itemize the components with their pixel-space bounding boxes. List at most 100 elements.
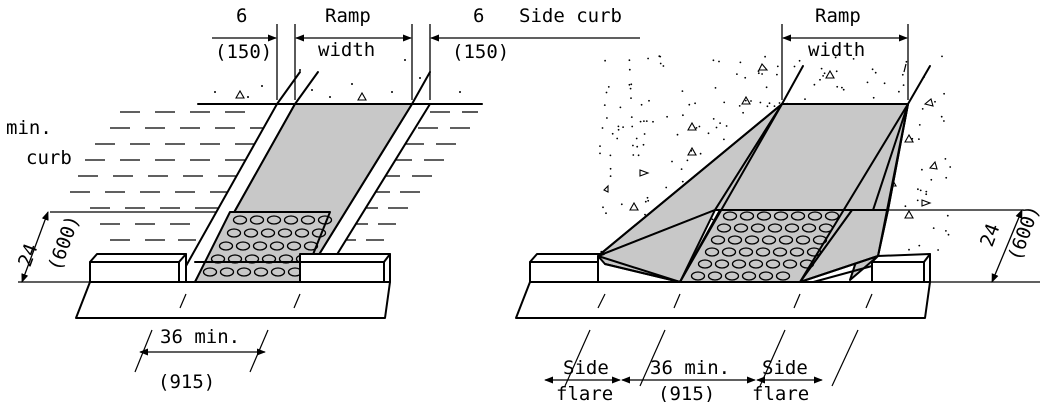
flare-ramp-width-label-line1: Ramp [815, 5, 861, 27]
sand-dot [666, 115, 668, 118]
sand-dot [712, 118, 715, 120]
left-grass-hatch [70, 111, 265, 257]
sand-dot [698, 125, 701, 128]
sand-dot [715, 126, 718, 129]
sand-dot [744, 99, 747, 102]
sand-dot [681, 180, 684, 183]
dome-bump [778, 235, 794, 245]
sand-dot [711, 218, 714, 221]
dome-bump [748, 259, 764, 269]
sand-dot [947, 233, 950, 236]
right-curb-block [299, 253, 391, 283]
sand-dot [632, 154, 635, 156]
sand-dot [757, 70, 760, 72]
dome-bump [767, 223, 783, 233]
dome-bump [270, 267, 286, 277]
sand-dot [750, 100, 752, 102]
dome-bump [755, 247, 771, 257]
sand-dot [601, 127, 604, 129]
sand-dot [602, 206, 604, 209]
flare-depth-24-label: 24 [976, 221, 1005, 250]
dome-bump [782, 259, 798, 269]
sand-dot [744, 76, 747, 79]
sand-dot [695, 127, 698, 129]
dome-bump [219, 267, 235, 277]
sand-dot [723, 101, 726, 104]
sand-dot [765, 86, 768, 89]
dome-bump [253, 267, 269, 277]
depth-24-label: 24 [14, 241, 43, 270]
sand-dot [707, 132, 710, 135]
sand-dot [647, 199, 650, 202]
sand-dot [636, 145, 639, 148]
sand-dot [820, 67, 823, 70]
min-curb-label-line2: curb [26, 147, 72, 169]
dome-bump [739, 211, 755, 221]
sand-dot [793, 65, 796, 68]
dome-bump [773, 211, 789, 221]
sand-dot [902, 84, 905, 86]
ramp-width-label-line1: Ramp [325, 5, 371, 27]
dome-bump [801, 223, 817, 233]
dome-bump [266, 215, 282, 225]
sand-dot [686, 159, 689, 162]
dome-bump [727, 235, 743, 245]
dome-bump [300, 215, 316, 225]
dome-bump [775, 271, 791, 281]
sand-dot [852, 58, 855, 60]
sand-dot [682, 114, 684, 117]
sand-dot [628, 68, 631, 71]
sand-dot [609, 154, 612, 157]
sand-dot [822, 75, 824, 77]
sand-dot [943, 120, 945, 122]
min-curb-label-line1: min. [6, 117, 52, 139]
sand-dot [609, 175, 612, 178]
sand-dot [916, 199, 919, 202]
dome-bump [738, 247, 754, 257]
sand-dot [949, 166, 952, 168]
side-curb-label: Side curb [519, 5, 622, 27]
sand-dot [945, 176, 948, 179]
dome-bump [806, 247, 822, 257]
dome-bump [235, 241, 251, 251]
sand-dot [632, 144, 634, 147]
side-curb-width-mm-label: (150) [452, 41, 509, 63]
sand-dot [773, 105, 776, 107]
sand-dot [680, 168, 683, 171]
sand-dot [919, 189, 922, 192]
dome-bump [789, 247, 805, 257]
parallel-curb-ramp-figure: 6 (150) Ramp width 6 Side curb (150) min… [6, 5, 640, 393]
side-flare-right-label-line1: Side [762, 357, 808, 379]
dome-bump [758, 271, 774, 281]
sand-dot [764, 55, 766, 58]
dome-bump [252, 241, 268, 251]
sand-dot [901, 73, 904, 76]
sand-dot [718, 60, 720, 63]
dome-bump [202, 267, 218, 277]
dome-bump [721, 247, 737, 257]
dome-bump [733, 223, 749, 233]
sand-dot [607, 86, 610, 88]
dome-bump [724, 271, 740, 281]
sand-dot [605, 91, 608, 94]
dome-bump [716, 223, 732, 233]
sand-dot [874, 71, 877, 74]
dome-bump [311, 228, 327, 238]
sand-dot [871, 68, 874, 71]
dome-bump [756, 211, 772, 221]
sand-dot [644, 213, 646, 216]
sand-dot [644, 200, 647, 203]
sand-dot [813, 83, 816, 86]
dome-bump [260, 228, 276, 238]
sand-dot [819, 78, 821, 81]
sand-dot [659, 55, 662, 58]
sand-dot [934, 100, 936, 103]
dome-bump [236, 267, 252, 277]
sand-dot [640, 103, 643, 106]
dome-bump [707, 271, 723, 281]
dome-bump [824, 211, 840, 221]
left-sand-texture [214, 59, 461, 101]
sand-dot [937, 249, 939, 251]
sand-dot [739, 61, 742, 64]
